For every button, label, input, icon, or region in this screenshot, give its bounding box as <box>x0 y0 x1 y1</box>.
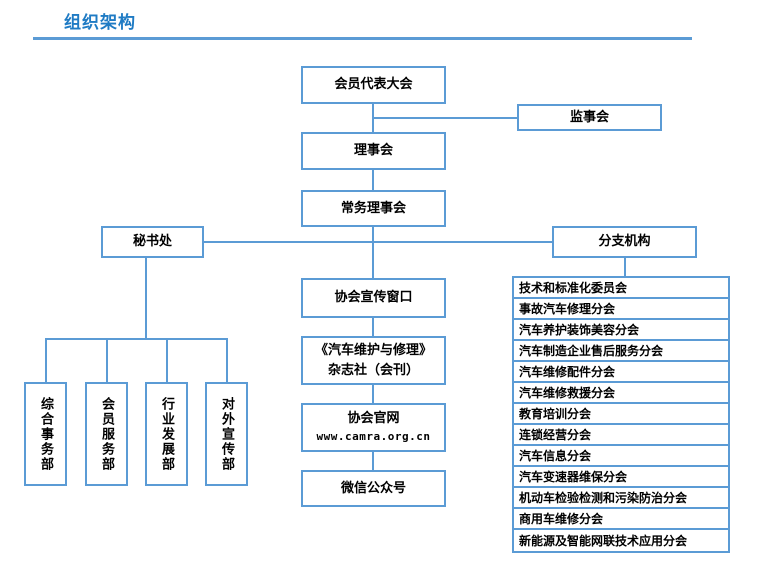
branch-list-item-label: 机动车检验检测和污染防治分会 <box>519 491 688 505</box>
node-magazine-label-line1: 《汽车维护与修理》 <box>314 342 432 358</box>
branch-list-item[interactable]: 汽车养护装饰美容分会 <box>514 320 728 341</box>
branch-list: 技术和标准化委员会 事故汽车修理分会 汽车养护装饰美容分会 汽车制造企业售后服务… <box>512 276 730 553</box>
connector-department-drop-1 <box>45 338 47 382</box>
branch-list-item-label: 教育培训分会 <box>519 407 592 421</box>
branch-list-item-label: 汽车变速器维保分会 <box>519 470 628 484</box>
node-branch-organizations-label: 分支机构 <box>598 234 651 250</box>
node-board-of-supervisors[interactable]: 监事会 <box>517 104 662 131</box>
node-secretariat-label: 秘书处 <box>132 234 172 250</box>
connector-department-drop-2 <box>106 338 108 382</box>
branch-list-item[interactable]: 连锁经营分会 <box>514 425 728 446</box>
branch-list-item[interactable]: 汽车维修配件分会 <box>514 362 728 383</box>
node-department-3-label: 行业发展部 <box>159 396 174 472</box>
connector-secretariat-down <box>145 258 147 340</box>
connector-standing-down <box>372 227 374 243</box>
node-department-2[interactable]: 会员服务部 <box>85 382 128 486</box>
branch-list-item-label: 汽车养护装饰美容分会 <box>519 323 640 337</box>
connector-department-drop-3 <box>166 338 168 382</box>
branch-list-item-label: 新能源及智能网联技术应用分会 <box>519 534 688 548</box>
node-publicity-window[interactable]: 协会宣传窗口 <box>301 278 446 318</box>
branch-list-item[interactable]: 汽车维修救援分会 <box>514 383 728 404</box>
node-wechat-account-label: 微信公众号 <box>340 480 406 496</box>
node-department-4[interactable]: 对外宣传部 <box>205 382 248 486</box>
node-department-1[interactable]: 综合事务部 <box>24 382 67 486</box>
branch-list-item-label: 技术和标准化委员会 <box>519 281 628 295</box>
connector-assembly-to-supervisors <box>372 117 519 119</box>
connector-bus-to-publicity <box>372 241 374 278</box>
node-magazine-label-line2: 杂志社（会刊） <box>327 362 419 378</box>
branch-list-item-label: 汽车信息分会 <box>519 449 592 463</box>
node-member-assembly-label: 会员代表大会 <box>334 77 413 93</box>
node-department-1-label: 综合事务部 <box>38 396 53 472</box>
connector-website-to-wechat <box>372 452 374 470</box>
connector-branches-to-list <box>624 258 626 276</box>
node-council[interactable]: 理事会 <box>301 132 446 170</box>
node-branch-organizations[interactable]: 分支机构 <box>552 226 697 258</box>
node-wechat-account[interactable]: 微信公众号 <box>301 470 446 507</box>
branch-list-item[interactable]: 新能源及智能网联技术应用分会 <box>514 530 728 551</box>
connector-standing-horizontal-bus <box>201 241 554 243</box>
connector-magazine-to-website <box>372 385 374 403</box>
title-underline-rule <box>33 37 692 40</box>
node-magazine-lines: 《汽车维护与修理》 杂志社（会刊） <box>315 342 432 379</box>
node-publicity-window-label: 协会宣传窗口 <box>334 290 413 306</box>
node-standing-council[interactable]: 常务理事会 <box>301 190 446 227</box>
node-official-website[interactable]: 协会官网 www.camra.org.cn <box>301 403 446 452</box>
node-standing-council-label: 常务理事会 <box>340 200 406 216</box>
connector-publicity-to-magazine <box>372 318 374 336</box>
node-department-4-label: 对外宣传部 <box>219 396 234 472</box>
node-member-assembly[interactable]: 会员代表大会 <box>301 66 446 104</box>
branch-list-item[interactable]: 商用车维修分会 <box>514 509 728 530</box>
node-official-website-label: 协会官网 <box>347 411 400 427</box>
node-secretariat[interactable]: 秘书处 <box>101 226 204 258</box>
connector-council-to-standing <box>372 170 374 192</box>
branch-list-item[interactable]: 机动车检验检测和污染防治分会 <box>514 488 728 509</box>
page-title: 组织架构 <box>64 13 136 33</box>
branch-list-item[interactable]: 汽车制造企业售后服务分会 <box>514 341 728 362</box>
branch-list-item[interactable]: 技术和标准化委员会 <box>514 278 728 299</box>
branch-list-item[interactable]: 教育培训分会 <box>514 404 728 425</box>
connector-assembly-down <box>372 104 374 149</box>
branch-list-item-label: 汽车制造企业售后服务分会 <box>519 344 664 358</box>
node-official-website-lines: 协会官网 www.camra.org.cn <box>317 410 431 444</box>
branch-list-item-label: 汽车维修救援分会 <box>519 386 616 400</box>
branch-list-item-label: 事故汽车修理分会 <box>519 302 616 316</box>
node-magazine[interactable]: 《汽车维护与修理》 杂志社（会刊） <box>301 336 446 385</box>
branch-list-item-label: 汽车维修配件分会 <box>519 365 616 379</box>
branch-list-item[interactable]: 汽车变速器维保分会 <box>514 467 728 488</box>
connector-department-bus <box>45 338 228 340</box>
branch-list-item[interactable]: 事故汽车修理分会 <box>514 299 728 320</box>
branch-list-item-label: 连锁经营分会 <box>519 428 592 442</box>
connector-department-drop-4 <box>226 338 228 382</box>
node-department-3[interactable]: 行业发展部 <box>145 382 188 486</box>
node-official-website-url[interactable]: www.camra.org.cn <box>316 429 431 443</box>
branch-list-item[interactable]: 汽车信息分会 <box>514 446 728 467</box>
node-board-of-supervisors-label: 监事会 <box>569 109 609 125</box>
node-department-2-label: 会员服务部 <box>99 396 114 472</box>
node-council-label: 理事会 <box>353 143 393 159</box>
branch-list-item-label: 商用车维修分会 <box>519 512 604 526</box>
